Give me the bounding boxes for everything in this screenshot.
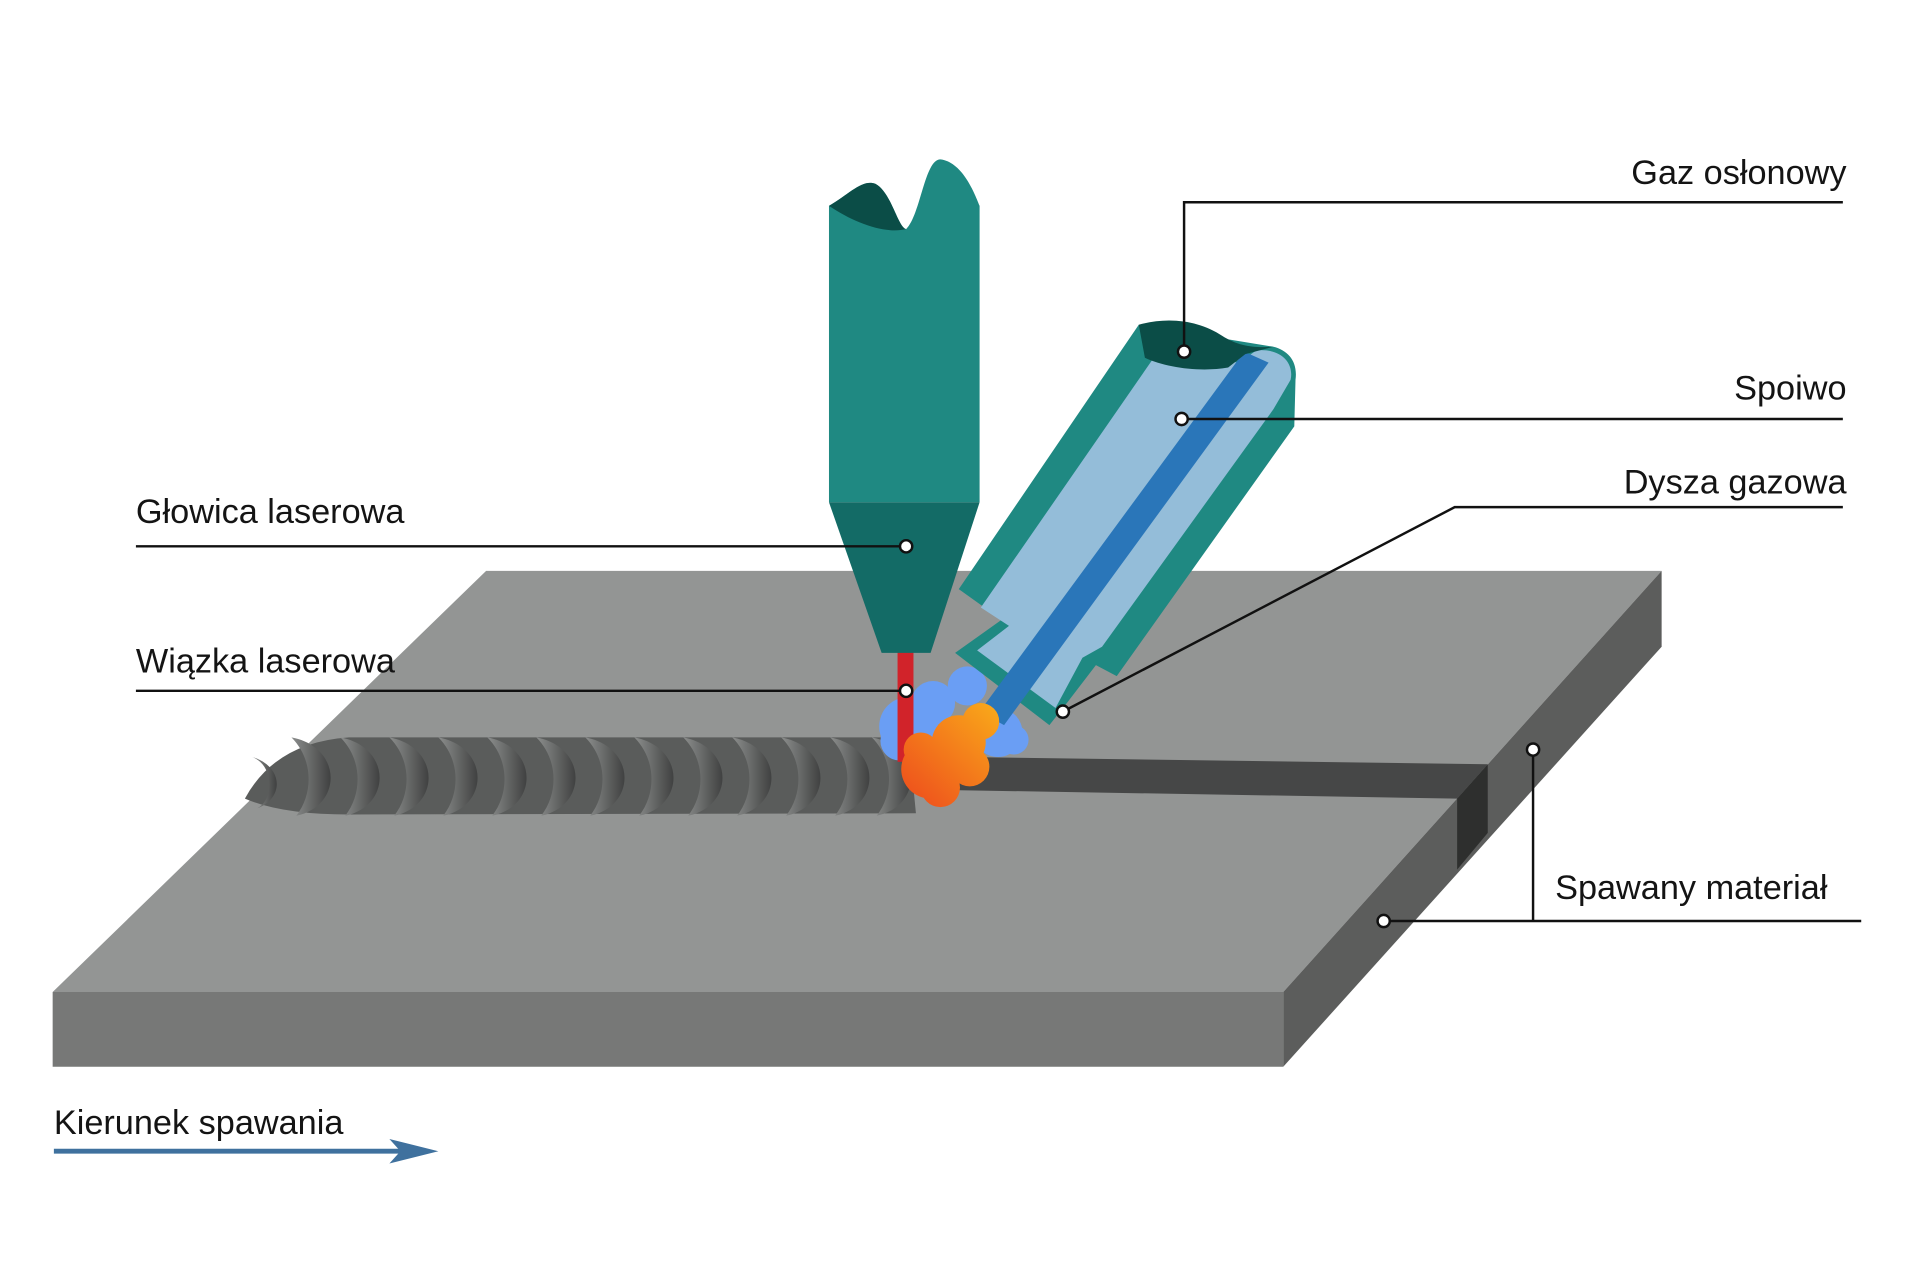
laser-head-cone — [828, 502, 980, 653]
leader-dot — [1525, 742, 1541, 757]
weld-ripple — [781, 737, 821, 816]
weld-groove — [945, 756, 1488, 799]
label-welded-material: Spawany materiał — [1555, 869, 1828, 907]
weld-bead — [244, 737, 916, 816]
welding-direction-arrow — [53, 1138, 439, 1164]
weld-ripple — [252, 756, 277, 809]
laser-head-cap — [828, 182, 907, 231]
weld-ripple — [340, 737, 380, 816]
weld-pool-blob — [962, 703, 1000, 740]
leader-dot — [898, 683, 914, 699]
leader-filler — [1174, 411, 1843, 427]
gas-plume-blob — [947, 666, 987, 706]
leader-shielding-gas — [1176, 201, 1843, 359]
label-laser-head: Głowica laserowa — [136, 493, 405, 531]
leader-dot — [1176, 344, 1192, 359]
weld-pool-blob — [950, 747, 990, 787]
weld-pool — [901, 703, 1000, 808]
weld-ripple — [438, 737, 478, 816]
label-filler: Spoiwo — [1734, 369, 1846, 407]
leader-laser-beam — [135, 683, 914, 699]
leader-dot — [1376, 913, 1392, 929]
weld-ripple — [487, 737, 527, 816]
laser-head-body — [828, 159, 980, 503]
filler-wire — [979, 351, 1269, 726]
shielding-gas-cap — [1138, 320, 1274, 370]
leader-line — [1182, 201, 1843, 352]
filler-torch — [955, 320, 1296, 726]
leader-gas-nozzle — [1055, 505, 1843, 719]
weld-ripple — [585, 737, 625, 816]
label-gas-nozzle: Dysza gazowa — [1624, 464, 1848, 502]
weld-ripple — [389, 737, 429, 816]
gas-plume-blob — [999, 725, 1029, 755]
weld-pool-blob — [903, 732, 938, 767]
arrow-head-icon — [389, 1138, 439, 1164]
weld-pool-blob — [920, 767, 960, 808]
label-shielding-gas: Gaz osłonowy — [1631, 154, 1847, 192]
leader-welded-material — [1376, 742, 1862, 929]
weld-ripple — [732, 737, 772, 816]
weld-ripple — [536, 737, 576, 816]
leader-dot — [898, 538, 914, 554]
leader-dot — [1174, 411, 1189, 427]
laser-head — [828, 159, 980, 653]
label-laser-beam: Wiązka laserowa — [136, 642, 396, 680]
gas-plume-blob — [911, 681, 956, 726]
leader-laser-head — [135, 538, 914, 554]
weld-ripple — [291, 737, 331, 816]
leader-line — [1062, 505, 1843, 713]
weld-ripple — [683, 737, 723, 816]
label-welding-direction: Kierunek spawania — [54, 1104, 344, 1142]
leader-dot — [1055, 704, 1071, 719]
weld-groove-side — [1457, 764, 1488, 870]
weld-ripple — [634, 737, 674, 816]
weld-ripple — [830, 737, 870, 816]
laser-beam — [897, 649, 914, 762]
plate-front-face — [52, 992, 1284, 1067]
